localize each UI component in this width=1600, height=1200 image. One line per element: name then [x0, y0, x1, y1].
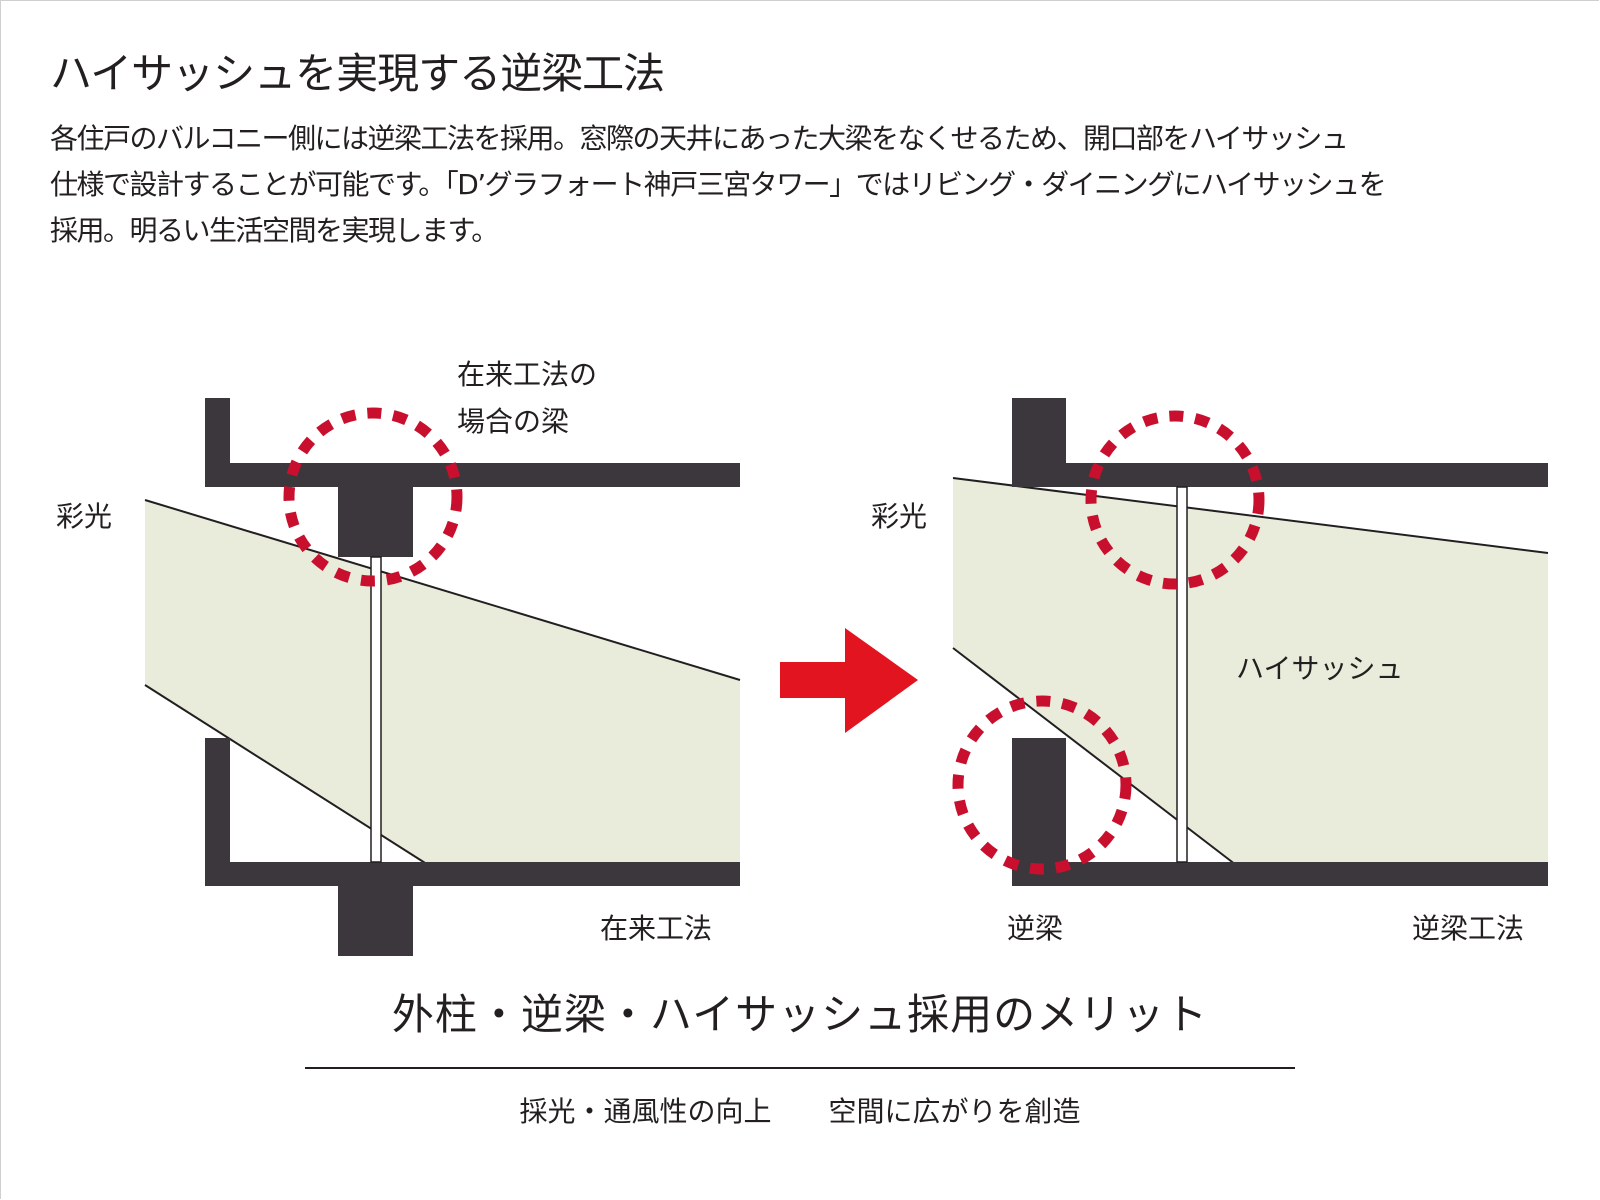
inverted-beam: [1012, 738, 1066, 886]
inverted-beam-label: 逆梁: [1007, 912, 1063, 945]
floor-slab: [1012, 862, 1548, 886]
conventional-method-diagram: 在来工法の 場合の梁 彩光 在来工法: [56, 358, 741, 956]
page-heading: ハイサッシュを実現する逆梁工法: [50, 49, 665, 98]
divider: [305, 1067, 1295, 1069]
method-label: 逆梁工法: [1412, 912, 1524, 945]
light-edge-top: [144, 499, 741, 681]
window-sash: [370, 556, 382, 863]
description-line: 各住戸のバルコニー側には逆梁工法を採用。窓際の天井にあった大梁をなくせるため、開…: [50, 122, 1349, 155]
highlight-circle: [952, 695, 1132, 875]
merit-item: 採光・通風性の向上: [519, 1095, 772, 1128]
light-edge-top: [952, 477, 1549, 554]
description-line: 採用。明るい生活空間を実現します。: [50, 214, 499, 247]
highlight-circle: [283, 407, 463, 587]
high-sash-label: ハイサッシュ: [1236, 652, 1403, 685]
callout-label: 場合の梁: [457, 405, 569, 438]
light-edge-bottom: [144, 684, 434, 869]
merit-title: 外柱・逆梁・ハイサッシュ採用のメリット: [391, 990, 1209, 1039]
floor-slab: [205, 862, 740, 886]
method-label: 在来工法: [600, 912, 712, 945]
light-area: [145, 500, 740, 868]
description: 各住戸のバルコニー側には逆梁工法を採用。窓際の天井にあった大梁をなくせるため、開…: [50, 116, 1550, 254]
light-edge-bottom: [952, 647, 1241, 869]
conventional-beam: [338, 487, 413, 557]
light-label: 彩光: [871, 500, 927, 533]
highlight-circle: [1085, 410, 1265, 590]
light-area: [953, 478, 1548, 868]
callout-label: 在来工法の: [457, 358, 597, 391]
lower-beam: [338, 886, 413, 956]
ceiling-slab: [205, 463, 740, 487]
merit-item: 空間に広がりを創造: [828, 1095, 1081, 1128]
high-sash: [1176, 486, 1188, 863]
lower-wall: [205, 738, 230, 885]
inverted-beam-method-diagram: 彩光 ハイサッシュ 逆梁 逆梁工法: [871, 398, 1549, 945]
light-label: 彩光: [56, 500, 112, 533]
transition-arrow-icon: [780, 628, 918, 733]
merit-list: 採光・通風性の向上 空間に広がりを創造: [300, 1092, 1300, 1132]
description-line: 仕様で設計することが可能です。「D’グラフォート神戸三宮タワー」ではリビング・ダ…: [50, 168, 1387, 201]
